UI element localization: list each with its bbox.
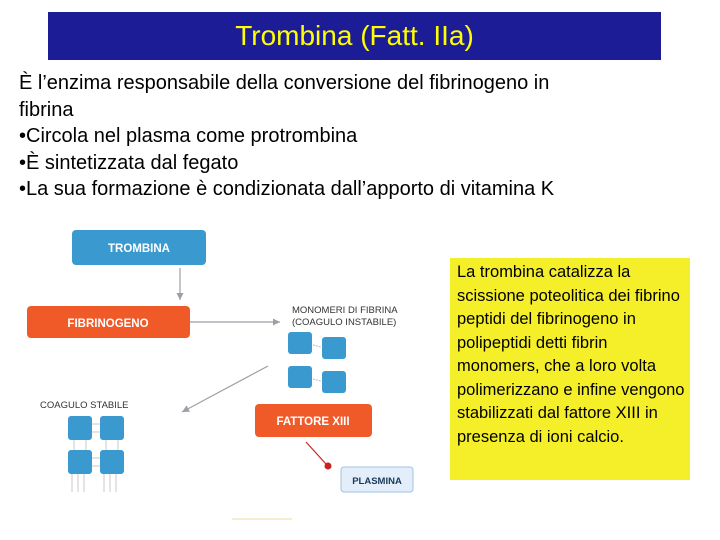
explanation-box: La trombina catalizza la scissione poteo… <box>450 258 690 480</box>
intro-line-1: È l’enzima responsabile della conversion… <box>19 72 550 94</box>
monomer-link <box>312 378 322 382</box>
arrow-fattore-plasmina <box>305 441 327 465</box>
trombina-box <box>72 230 206 265</box>
monomer-square <box>322 371 346 393</box>
clot-square <box>68 450 92 474</box>
monomeri-label-line1: MONOMERI DI FIBRINA <box>292 305 398 316</box>
trombina-label: TROMBINA <box>108 243 170 255</box>
fattore-xiii-box <box>255 404 372 437</box>
slide-title: Trombina (Fatt. IIa) <box>235 20 474 51</box>
fibrinogeno-box <box>27 306 190 338</box>
coagulo-stabile-label: COAGULO STABILE <box>40 400 129 411</box>
intro-line-2: fibrina <box>19 98 74 121</box>
clot-fibers <box>71 423 119 492</box>
monomeri-label-line2: (COAGULO INSTABILE) <box>292 317 396 328</box>
arrow-dot <box>324 462 332 470</box>
plasmina-box <box>340 466 414 493</box>
bullet-2: •È sintetizzata dal fegato <box>19 151 239 174</box>
explanation-text: La trombina catalizza la scissione poteo… <box>457 263 685 446</box>
clot-square <box>100 416 124 440</box>
fibrinogeno-label: FIBRINOGENO <box>67 318 148 330</box>
fattore-xiii-label: FATTORE XIII <box>276 416 349 428</box>
bullet-3: •La sua formazione è condizionata dall’a… <box>19 178 555 200</box>
clot-square <box>68 416 92 440</box>
arrow-monomeri-coagulo <box>181 365 269 413</box>
body-text: È l’enzima responsabile della conversion… <box>19 70 709 203</box>
plasmina-label: PLASMINA <box>352 476 402 487</box>
monomer-square <box>288 332 312 354</box>
monomer-link <box>312 344 322 348</box>
clot-square <box>100 450 124 474</box>
title-bar: Trombina (Fatt. IIa) <box>48 12 661 60</box>
bullet-1: •Circola nel plasma come protrombina <box>19 125 358 147</box>
monomer-square <box>288 366 312 388</box>
monomer-square <box>322 337 346 359</box>
